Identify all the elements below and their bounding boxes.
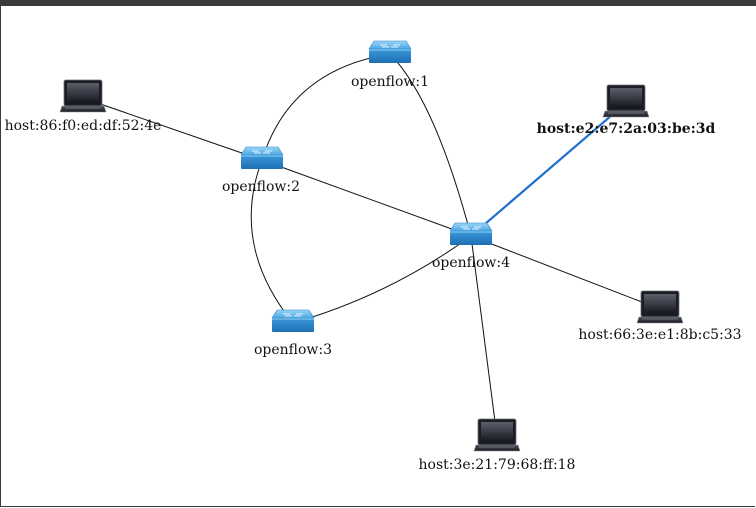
switch-label: openflow:1: [351, 74, 429, 90]
switch-label: openflow:4: [432, 255, 510, 271]
canvas-border: [0, 6, 755, 507]
link-h2-s4[interactable]: [470, 102, 627, 237]
link-s2-s4[interactable]: [261, 159, 472, 237]
link-h3-s4[interactable]: [470, 235, 661, 310]
laptop-icon: [59, 79, 107, 113]
window-top-bar: [0, 0, 756, 6]
openflow-switch-icon: [240, 146, 284, 169]
laptop-icon: [636, 290, 684, 324]
host-label: host:66:3e:e1:8b:c5:33: [578, 327, 741, 343]
switch-label: openflow:2: [222, 179, 300, 195]
switch-node-s1[interactable]: openflow:1: [351, 40, 429, 90]
switch-node-s4[interactable]: openflow:4: [432, 222, 510, 271]
host-node-h2[interactable]: host:e2:e7:2a:03:be:3d: [537, 84, 716, 137]
link-h1-s2[interactable]: [82, 97, 263, 161]
link-s1-s2[interactable]: [261, 53, 391, 161]
switch-label: openflow:3: [254, 342, 332, 358]
host-node-h3[interactable]: host:66:3e:e1:8b:c5:33: [578, 290, 742, 343]
link-s3-s4[interactable]: [292, 235, 472, 324]
link-s1-s4[interactable]: [389, 53, 472, 237]
laptop-icon: [602, 84, 650, 118]
host-label: host:e2:e7:2a:03:be:3d: [537, 121, 716, 137]
openflow-switch-icon: [368, 40, 412, 63]
links-layer: [82, 53, 661, 438]
openflow-switch-icon: [271, 309, 315, 332]
link-s2-s3[interactable]: [250, 159, 294, 324]
host-label: host:3e:21:79:68:ff:18: [419, 457, 576, 473]
host-label: host:86:f0:ed:df:52:4e: [5, 118, 162, 134]
switch-node-s3[interactable]: openflow:3: [254, 309, 332, 358]
host-node-h1[interactable]: host:86:f0:ed:df:52:4e: [5, 79, 162, 134]
host-node-h4[interactable]: host:3e:21:79:68:ff:18: [419, 418, 576, 473]
link-h4-s4[interactable]: [470, 235, 498, 438]
laptop-icon: [473, 418, 521, 452]
nodes-layer: openflow:1 openflow:2 openflow:3 openflow:4…: [5, 40, 742, 473]
openflow-switch-icon: [449, 222, 493, 245]
switch-node-s2[interactable]: openflow:2: [222, 146, 300, 195]
